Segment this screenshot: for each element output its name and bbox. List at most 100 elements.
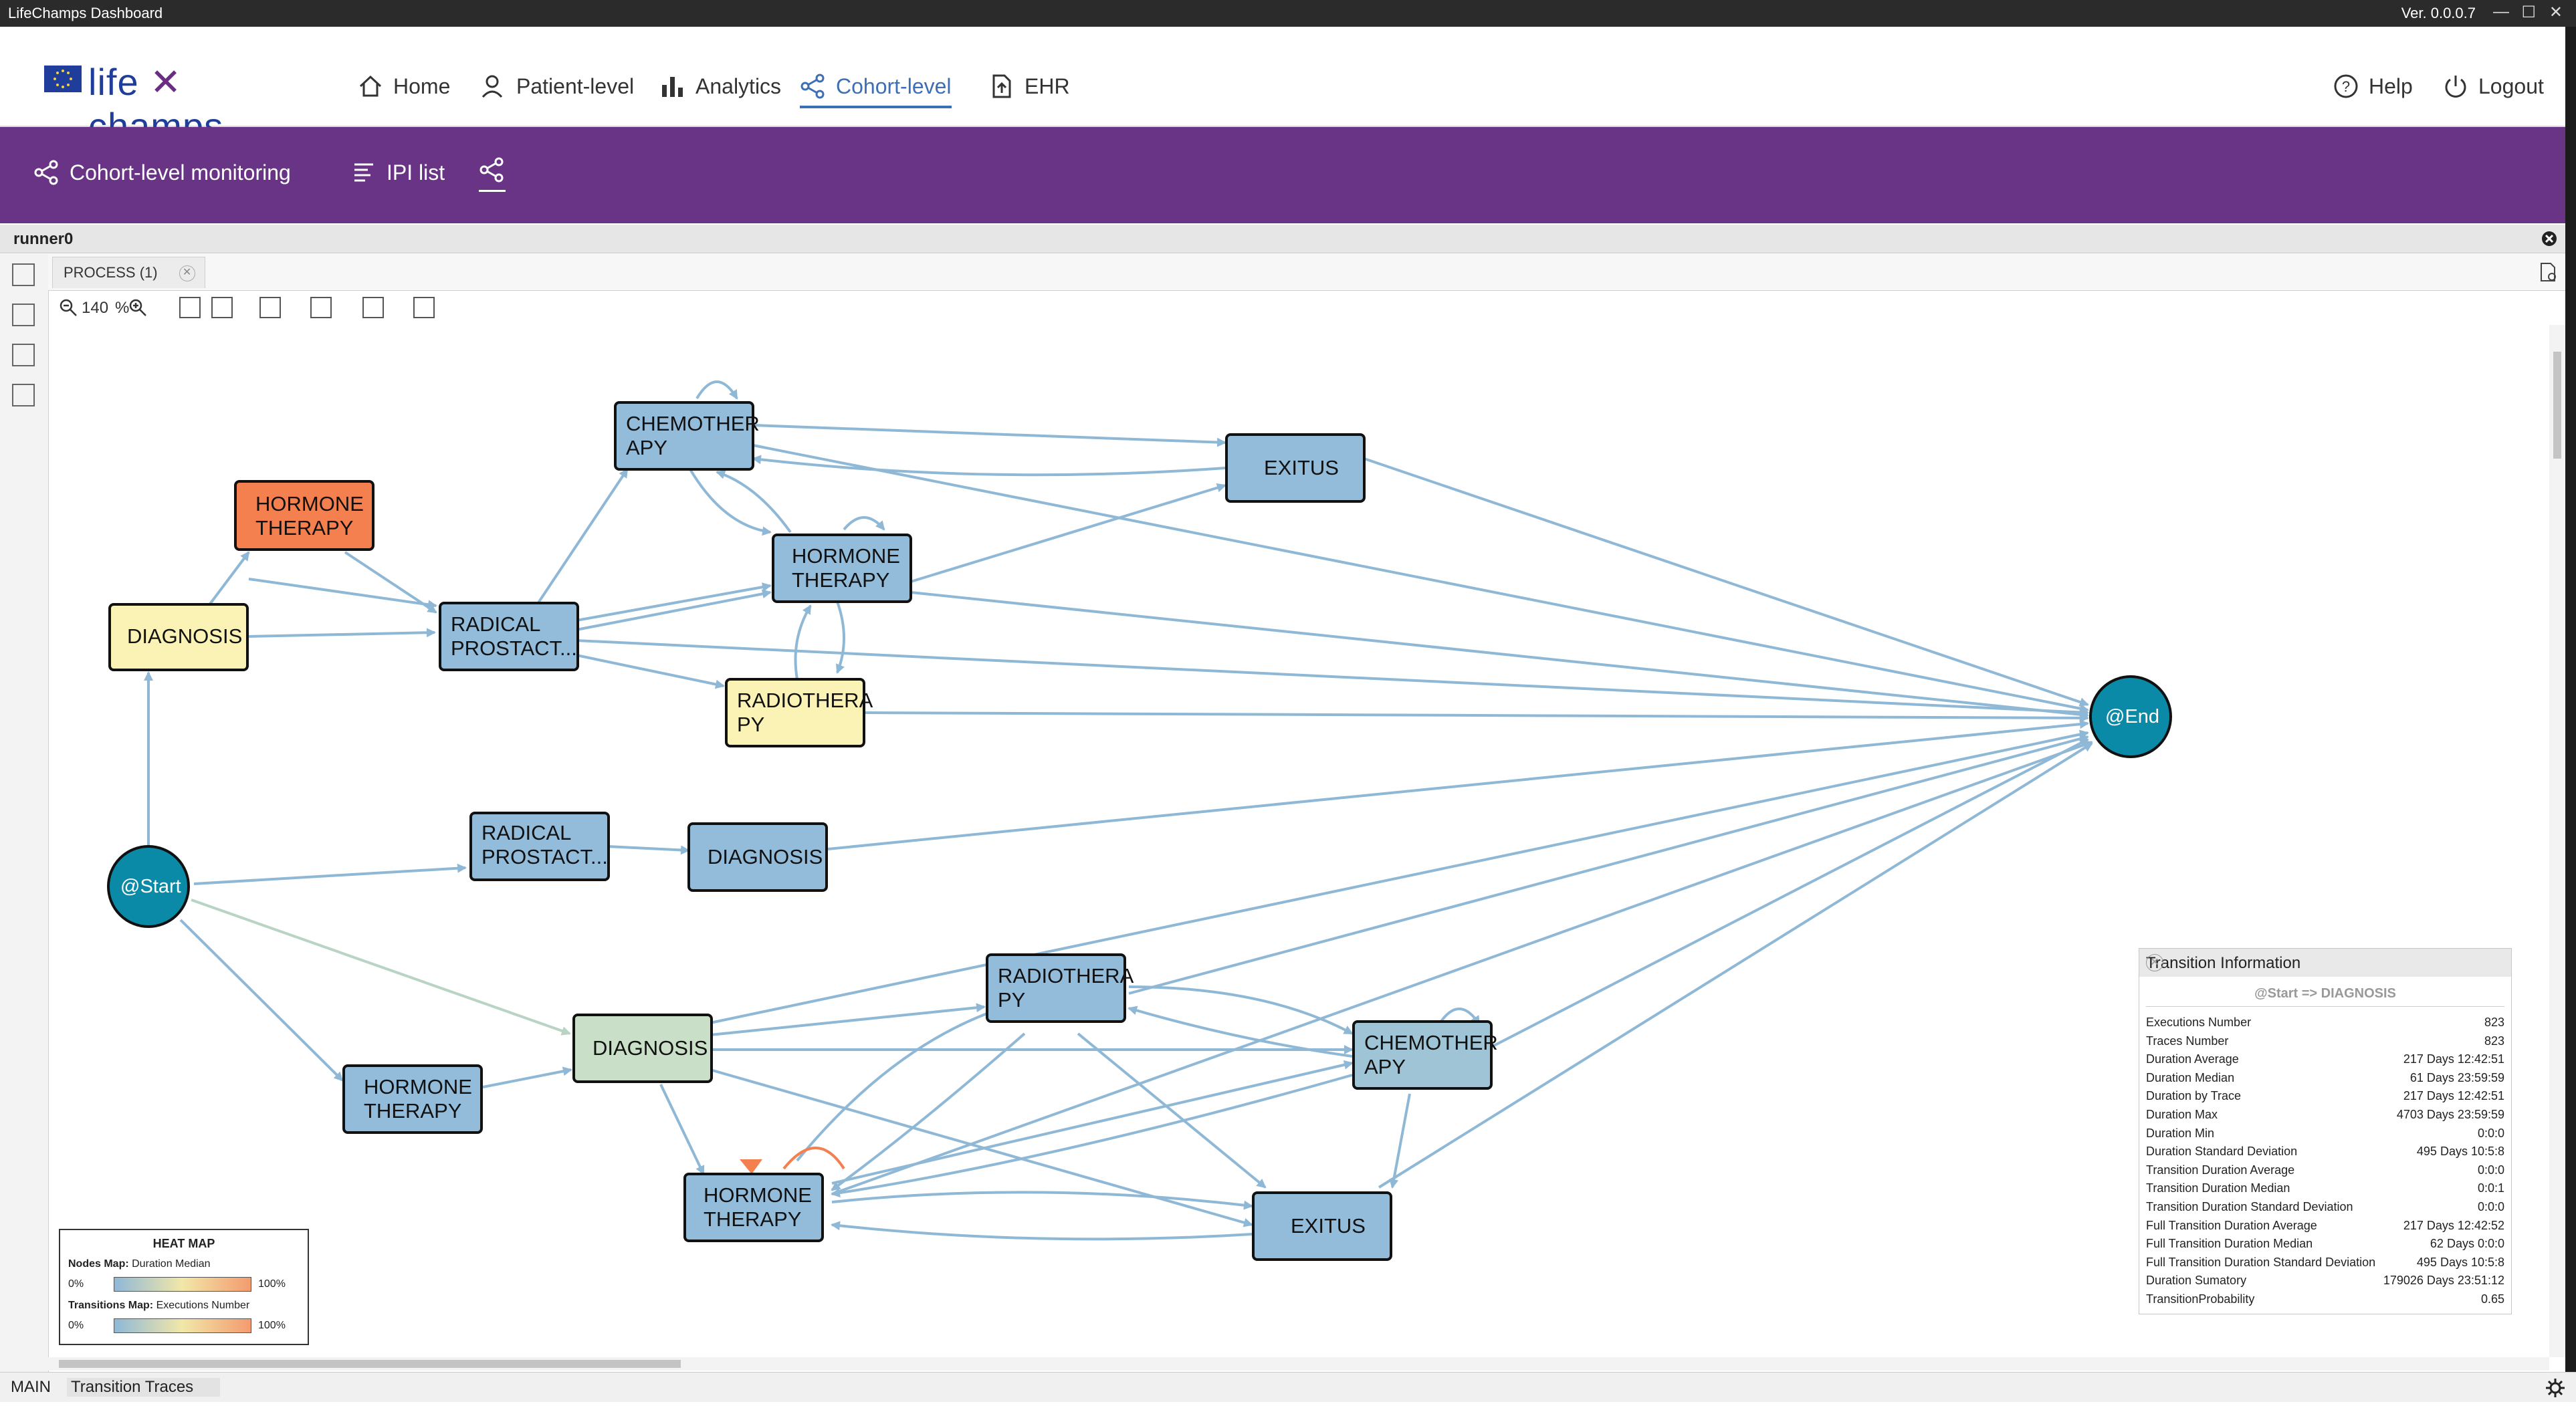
nav-analytics[interactable]: Analytics [659, 70, 781, 103]
share-icon [33, 159, 60, 186]
transitions-map-label: Transitions Map: [68, 1300, 154, 1311]
scroll-thumb[interactable] [2553, 352, 2561, 459]
node-radical-prostatectomy-1[interactable] [439, 602, 579, 671]
gear-icon[interactable] [2544, 1377, 2567, 1399]
info-key: Duration Max [2146, 1107, 2218, 1121]
list-icon [350, 159, 377, 186]
logout-link[interactable]: Logout [2442, 70, 2544, 103]
info-key: Full Transition Duration Standard Deviat… [2146, 1255, 2376, 1269]
info-value: 823 [2484, 1034, 2504, 1048]
node-chemotherapy-2[interactable] [1352, 1020, 1493, 1090]
nav-cohort-level[interactable]: Cohort-level [800, 70, 952, 108]
subnav-process-graph[interactable] [479, 156, 506, 192]
minimize-icon[interactable]: — [2493, 3, 2509, 21]
edge [576, 582, 772, 622]
node-end[interactable] [2089, 675, 2172, 758]
close-circle-icon[interactable] [2541, 231, 2557, 247]
nav-home[interactable]: Home [357, 70, 450, 103]
copy-icon[interactable] [259, 297, 281, 318]
nav-ehr[interactable]: EHR [988, 70, 1070, 103]
nav-ehr-label: EHR [1025, 74, 1070, 98]
nav-patient-level[interactable]: Patient-level [480, 70, 634, 103]
node-hormone-therapy-1[interactable] [234, 480, 374, 551]
transitions-map-max: 100% [258, 1320, 286, 1331]
close-tab-icon[interactable]: ✕ [179, 265, 195, 281]
node-diagnosis-3[interactable] [572, 1014, 713, 1083]
transition-info-header: Transition Information ✕ [2139, 949, 2511, 977]
node-exitus-2[interactable] [1252, 1191, 1392, 1261]
node-diagnosis-2[interactable] [687, 822, 828, 892]
info-value: 0:0:0 [2477, 1163, 2504, 1177]
subnav-ipi-list[interactable]: IPI list [350, 159, 445, 186]
process-graph[interactable] [48, 325, 2549, 1359]
vertical-scrollbar[interactable] [2549, 325, 2565, 1357]
node-radical-prostatectomy-2[interactable] [469, 812, 610, 881]
info-value: 217 Days 12:42:51 [2403, 1052, 2504, 1066]
node-hormone-therapy-4[interactable] [683, 1173, 824, 1242]
edge [843, 516, 885, 531]
edge [179, 919, 344, 1082]
edge [835, 601, 845, 674]
graph-nodes [107, 401, 2172, 1261]
info-key: Full Transition Duration Median [2146, 1237, 2313, 1251]
edge [1128, 985, 1354, 1035]
subnav-cohort-monitoring[interactable]: Cohort-level monitoring [33, 159, 291, 186]
info-icon[interactable] [413, 297, 435, 318]
zoom-in-icon[interactable] [128, 298, 147, 317]
tab-main[interactable]: MAIN [11, 1378, 51, 1396]
layers-icon[interactable] [12, 263, 35, 286]
trash-icon[interactable] [211, 297, 233, 318]
info-value: 0:0:0 [2477, 1126, 2504, 1140]
zoom-value[interactable]: 140 [82, 299, 109, 317]
node-hormone-therapy-2[interactable] [772, 534, 912, 603]
tab-transition-traces[interactable]: Transition Traces [67, 1378, 221, 1397]
nodes-map-line: Nodes Map: Duration Median [68, 1258, 211, 1270]
edge [659, 1084, 705, 1175]
eu-flag-icon [44, 66, 82, 92]
edge [1438, 1008, 1481, 1026]
close-window-icon[interactable]: ✕ [2549, 3, 2563, 21]
info-value: 61 Days 23:59:59 [2409, 1070, 2504, 1084]
zoom-unit: % [115, 299, 130, 317]
scroll-thumb[interactable] [59, 1360, 681, 1368]
info-key: Transition Duration Median [2146, 1181, 2290, 1195]
node-start[interactable] [107, 845, 190, 928]
maximize-icon[interactable]: ☐ [2521, 3, 2536, 21]
help-circle-icon: ? [2333, 73, 2359, 100]
horizontal-scrollbar[interactable] [48, 1357, 2549, 1371]
node-hormone-therapy-3[interactable] [342, 1064, 483, 1134]
excel-export-icon[interactable] [362, 297, 384, 318]
edge [831, 1221, 1253, 1241]
zoom-out-icon[interactable] [59, 298, 78, 317]
edge [716, 470, 792, 534]
nodes-gradient [114, 1277, 251, 1292]
info-key: Traces Number [2146, 1034, 2229, 1048]
edge [752, 444, 2089, 713]
node-diagnosis-1[interactable] [108, 603, 249, 671]
grid-icon[interactable] [12, 384, 35, 406]
svg-text:?: ? [2342, 78, 2350, 95]
node-exitus-1[interactable] [1225, 433, 1366, 503]
close-panel-icon[interactable]: ✕ [2146, 954, 2163, 971]
node-chemotherapy-1[interactable] [614, 401, 754, 471]
window-icon[interactable] [310, 297, 332, 318]
help-link[interactable]: ? Help [2333, 70, 2413, 103]
image-export-icon[interactable] [179, 297, 201, 318]
node-radiotherapy-1[interactable] [725, 678, 865, 747]
tab-process-label: PROCESS (1) [64, 264, 158, 281]
runner-bar: runner0 [0, 225, 2565, 253]
edge [794, 604, 812, 680]
tab-process[interactable]: PROCESS (1) ✕ [52, 257, 205, 288]
graph-edges [144, 380, 2093, 1241]
info-value: 0:0:1 [2477, 1181, 2504, 1195]
node-radiotherapy-2[interactable] [986, 953, 1126, 1023]
columns-icon[interactable] [12, 304, 35, 326]
document-settings-icon[interactable] [2539, 262, 2559, 282]
chart-view-icon[interactable] [12, 344, 35, 366]
edge-highlight [191, 899, 571, 1036]
info-key: Duration Sumatory [2146, 1274, 2247, 1288]
